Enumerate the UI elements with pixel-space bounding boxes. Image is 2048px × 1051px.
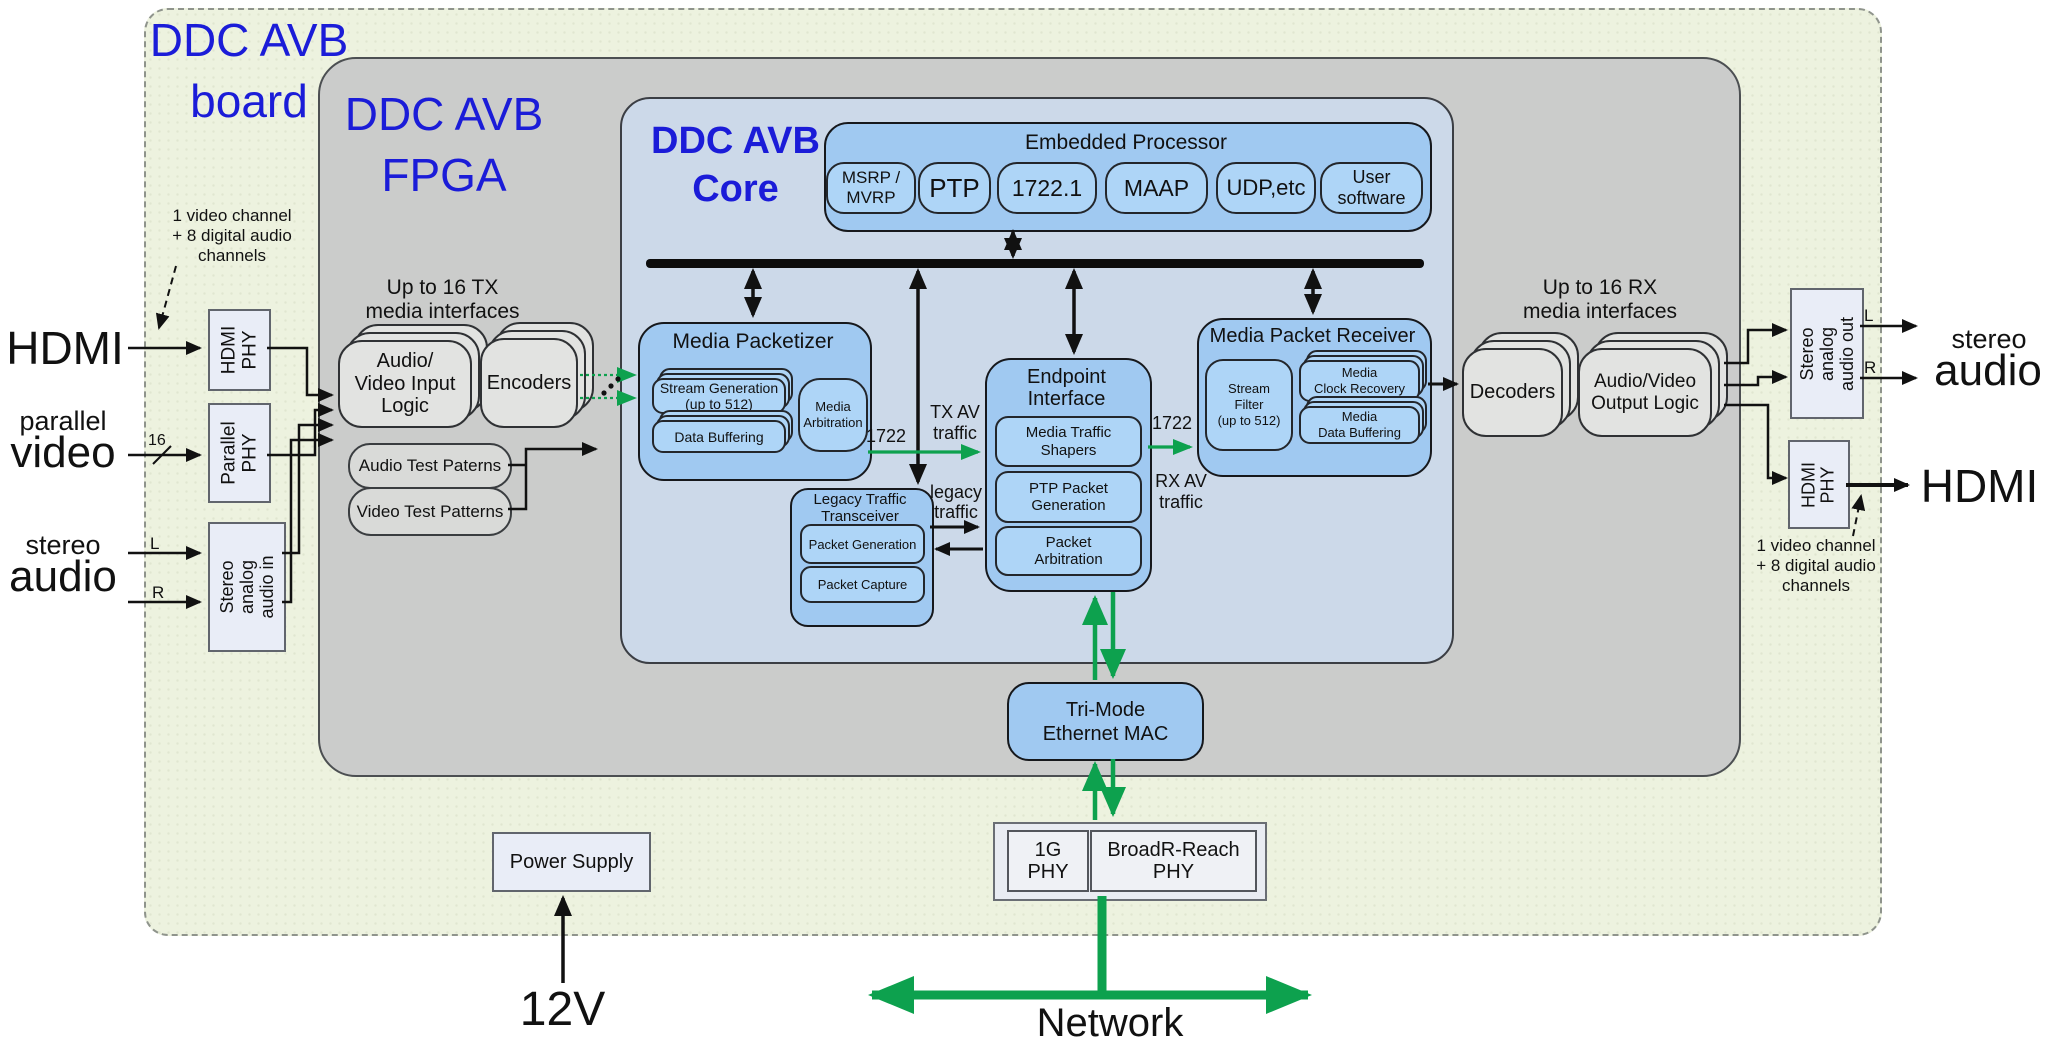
- ep-pill-udp: UDP,etc: [1216, 162, 1316, 214]
- network-label: Network: [1036, 1001, 1184, 1045]
- video-test-patterns-pill: Video Test Patterns: [348, 487, 512, 536]
- media-clock-recovery-stack: Media Clock Recovery: [1299, 350, 1427, 402]
- ptp-packet-generation-box: PTP Packet Generation: [995, 471, 1142, 523]
- av-input-logic-label: Audio/ Video Input Logic: [338, 340, 472, 428]
- stereo-analog-out-label: Stereo analog audio out: [1796, 316, 1858, 391]
- output-channels-note: 1 video channel + 8 digital audio channe…: [1756, 536, 1876, 596]
- audio-in-left-label: L: [150, 534, 160, 553]
- hdmi-output-label: HDMI: [1920, 460, 2039, 512]
- stereo-analog-in-box: Stereo analog audio in: [208, 522, 286, 652]
- power-supply-box: Power Supply: [492, 832, 651, 892]
- board-title: DDC AVB board: [149, 14, 349, 127]
- endpoint-interface-title: Endpoint Interface: [1027, 366, 1106, 411]
- ep-pill-1722-1: 1722.1: [997, 162, 1097, 214]
- data-buffering-stack: Data Buffering: [652, 410, 793, 453]
- media-data-buffering-stack: Media Data Buffering: [1299, 396, 1427, 444]
- parallel-phy-label: Parallel PHY: [217, 421, 260, 485]
- encoders-label: Encoders: [480, 338, 578, 428]
- hdmi-input-label: HDMI: [6, 322, 124, 374]
- hdmi-phy-in-label: HDMI PHY: [217, 325, 260, 375]
- ep-pill-msrp-mvrp: MSRP / MVRP: [826, 162, 916, 214]
- tx-1722-label: 1722: [866, 426, 907, 446]
- decoders-label: Decoders: [1462, 348, 1563, 437]
- power-12v-label: 12V: [519, 983, 606, 1036]
- packet-generation-box: Packet Generation: [800, 524, 925, 564]
- ep-pill-maap: MAAP: [1105, 162, 1208, 214]
- stream-filter-box: Stream Filter (up to 512): [1205, 359, 1293, 451]
- audio-out-right-label: R: [1864, 358, 1877, 377]
- av-output-logic-label: Audio/Video Output Logic: [1578, 348, 1712, 437]
- rx-interfaces-note: Up to 16 RX media interfaces: [1522, 276, 1678, 324]
- stereo-audio-out-label: audio: [1934, 346, 2042, 395]
- hdmi-phy-out-label: HDMI PHY: [1798, 461, 1838, 508]
- parallel-video-label: video: [10, 428, 116, 477]
- legacy-transceiver-title: Legacy Traffic Transceiver: [813, 491, 907, 525]
- parallel-bus-width-label: 16: [148, 432, 166, 449]
- audio-in-right-label: R: [152, 583, 165, 602]
- broadr-reach-phy-box: BroadR-Reach PHY: [1090, 830, 1257, 892]
- av-output-logic-stack: Audio/Video Output Logic: [1578, 332, 1728, 437]
- stream-generation-stack: Stream Generation (up to 512): [652, 368, 793, 414]
- embedded-processor-title: Embedded Processor: [1025, 131, 1227, 154]
- parallel-video-label-small: parallel: [19, 406, 107, 436]
- decoders-stack: Decoders: [1462, 332, 1579, 437]
- stereo-audio-in-label: audio: [9, 552, 117, 601]
- packet-arbitration-box: Packet Arbitration: [995, 526, 1142, 576]
- media-packet-receiver-title: Media Packet Receiver: [1209, 325, 1416, 347]
- tx-av-traffic-label: TX AV traffic: [930, 402, 980, 443]
- rx-av-traffic-label: RX AV traffic: [1155, 471, 1207, 512]
- stream-generation-label: Stream Generation (up to 512): [652, 378, 786, 414]
- core-title: DDC AVB Core: [651, 120, 820, 210]
- media-packetizer-title: Media Packetizer: [672, 330, 834, 353]
- packet-capture-box: Packet Capture: [800, 566, 925, 603]
- ethernet-mac-box: Tri-Mode Ethernet MAC: [1007, 682, 1204, 761]
- media-traffic-shapers-box: Media Traffic Shapers: [995, 416, 1142, 467]
- hdmi-phy-out-box: HDMI PHY: [1788, 440, 1850, 529]
- stereo-audio-in-label-small: stereo: [25, 530, 101, 560]
- audio-out-left-label: L: [1864, 306, 1874, 325]
- media-data-buffering-label: Media Data Buffering: [1299, 406, 1420, 444]
- stereo-analog-out-box: Stereo analog audio out: [1790, 288, 1864, 419]
- stereo-analog-in-label: Stereo analog audio in: [216, 555, 278, 619]
- gig-phy-box: 1G PHY: [1007, 830, 1089, 892]
- ep-pill-ptp: PTP: [918, 162, 991, 214]
- data-buffering-label: Data Buffering: [652, 420, 786, 453]
- rx-1722-label: 1722: [1152, 413, 1193, 433]
- tx-interfaces-note: Up to 16 TX media interfaces: [365, 276, 520, 324]
- hdmi-phy-in-box: HDMI PHY: [208, 309, 271, 391]
- legacy-traffic-label: legacy traffic: [929, 482, 983, 523]
- stereo-audio-out-label-small: stereo: [1951, 324, 2027, 354]
- av-input-logic-stack: Audio/ Video Input Logic: [338, 324, 488, 428]
- media-clock-recovery-label: Media Clock Recovery: [1299, 360, 1420, 402]
- fpga-title: DDC AVB FPGA: [344, 88, 544, 201]
- parallel-phy-box: Parallel PHY: [208, 403, 271, 503]
- input-channels-note: 1 video channel + 8 digital audio channe…: [172, 206, 292, 266]
- encoders-stack: Encoders: [480, 322, 594, 428]
- audio-test-patterns-pill: Audio Test Paterns: [348, 443, 512, 489]
- ep-pill-user-software: User software: [1320, 162, 1423, 214]
- media-arbitration-box: Media Arbitration: [798, 378, 868, 452]
